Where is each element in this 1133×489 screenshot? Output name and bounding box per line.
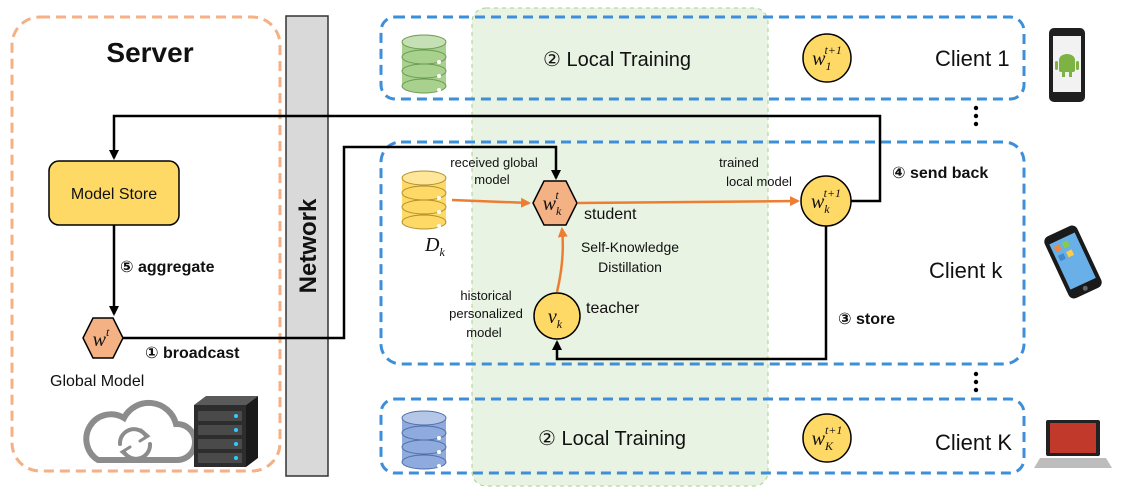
broadcast-step: ① broadcast xyxy=(145,345,240,362)
client-k-label: Client k xyxy=(929,258,1003,283)
client-k-label-text: Client k xyxy=(929,258,1003,283)
distillation-arrow xyxy=(555,227,568,293)
server-rack-icon xyxy=(194,396,258,467)
client-1-weight: w1 t+1 xyxy=(812,43,842,73)
weight-sub: k xyxy=(824,202,830,216)
server-panel xyxy=(10,15,282,473)
laptop-icon xyxy=(1034,420,1112,468)
global-model-hexagon xyxy=(82,317,124,359)
client-1-label: Client 1 xyxy=(935,46,1010,71)
dataset-sub: k xyxy=(439,245,445,259)
weight-sub: K xyxy=(824,439,834,453)
trained-weight-node xyxy=(800,175,852,227)
dataset-base: D xyxy=(424,234,440,256)
database-icon xyxy=(401,170,447,230)
student-to-trained-arrow xyxy=(577,196,800,207)
historical-label-line2: personalized xyxy=(449,306,523,321)
client-K-weight-node xyxy=(802,413,852,463)
client-K-label: Client K xyxy=(935,430,1012,455)
model-store-label: Model Store xyxy=(71,186,157,203)
trained-label-line1: trained xyxy=(719,155,759,170)
weight-sup: t+1 xyxy=(824,43,841,57)
global-weight: wt xyxy=(93,325,110,351)
database-icon xyxy=(401,34,447,94)
store-arrow xyxy=(552,226,828,361)
client-K-step: ② Local Training xyxy=(538,428,686,450)
send-back-step: ④ send back xyxy=(892,165,988,182)
teacher-weight-sub: k xyxy=(557,317,563,331)
cloud-sync-icon xyxy=(83,399,199,463)
teacher-label: teacher xyxy=(586,300,640,317)
weight-sup: t+1 xyxy=(825,423,842,437)
network-bar xyxy=(285,15,329,477)
store-step: ③ store xyxy=(838,311,895,328)
teacher-weight-base: v xyxy=(548,306,557,328)
client-K-panel xyxy=(379,397,1026,475)
broadcast-arrow xyxy=(123,145,561,340)
client-1-panel xyxy=(379,15,1026,101)
weight-base: w xyxy=(812,428,826,450)
student-weight: wkt xyxy=(543,188,562,218)
trained-weight: wk t+1 xyxy=(811,186,841,216)
client-1-weight-node xyxy=(802,33,852,83)
aggregate-step: ⑤ aggregate xyxy=(120,259,215,276)
trained-label-line2: local model xyxy=(726,174,792,189)
send-back-arrow xyxy=(109,114,882,203)
global-model-label: Global Model xyxy=(50,373,144,390)
client-K-weight: wKt+1 xyxy=(812,423,843,453)
weight-sub: k xyxy=(556,204,562,218)
ellipsis-upper xyxy=(973,105,979,127)
ellipsis-lower xyxy=(973,371,979,393)
weight-sup: t xyxy=(555,188,559,202)
android-phone-icon xyxy=(1049,28,1085,102)
received-label-line2: model xyxy=(474,172,510,187)
local-training-region xyxy=(471,7,769,487)
weight-base: w xyxy=(811,191,825,213)
dataset-label: Dk xyxy=(424,234,445,259)
data-to-student-arrow xyxy=(451,197,531,208)
skd-label-line1: Self-Knowledge xyxy=(581,239,679,255)
historical-label-line1: historical xyxy=(460,288,511,303)
student-hexagon xyxy=(532,180,578,226)
student-label: student xyxy=(584,206,637,223)
teacher-node xyxy=(533,292,581,340)
skd-label-line2: Distillation xyxy=(598,259,662,275)
weight-base: w xyxy=(93,329,107,351)
network-label: Network xyxy=(295,198,322,293)
client-1-step: ② Local Training xyxy=(543,49,691,71)
teacher-weight: vk xyxy=(548,306,563,331)
historical-label-line3: model xyxy=(466,325,502,340)
weight-base: w xyxy=(543,193,557,215)
server-title: Server xyxy=(106,37,193,68)
smartphone-icon xyxy=(1044,225,1102,299)
client-k-panel xyxy=(379,140,1026,366)
weight-sup: t+1 xyxy=(824,186,841,200)
weight-sup: t xyxy=(106,325,110,339)
database-icon xyxy=(401,410,447,470)
weight-base: w xyxy=(812,48,826,70)
weight-sub: 1 xyxy=(825,59,831,73)
received-label-line1: received global xyxy=(450,155,538,170)
